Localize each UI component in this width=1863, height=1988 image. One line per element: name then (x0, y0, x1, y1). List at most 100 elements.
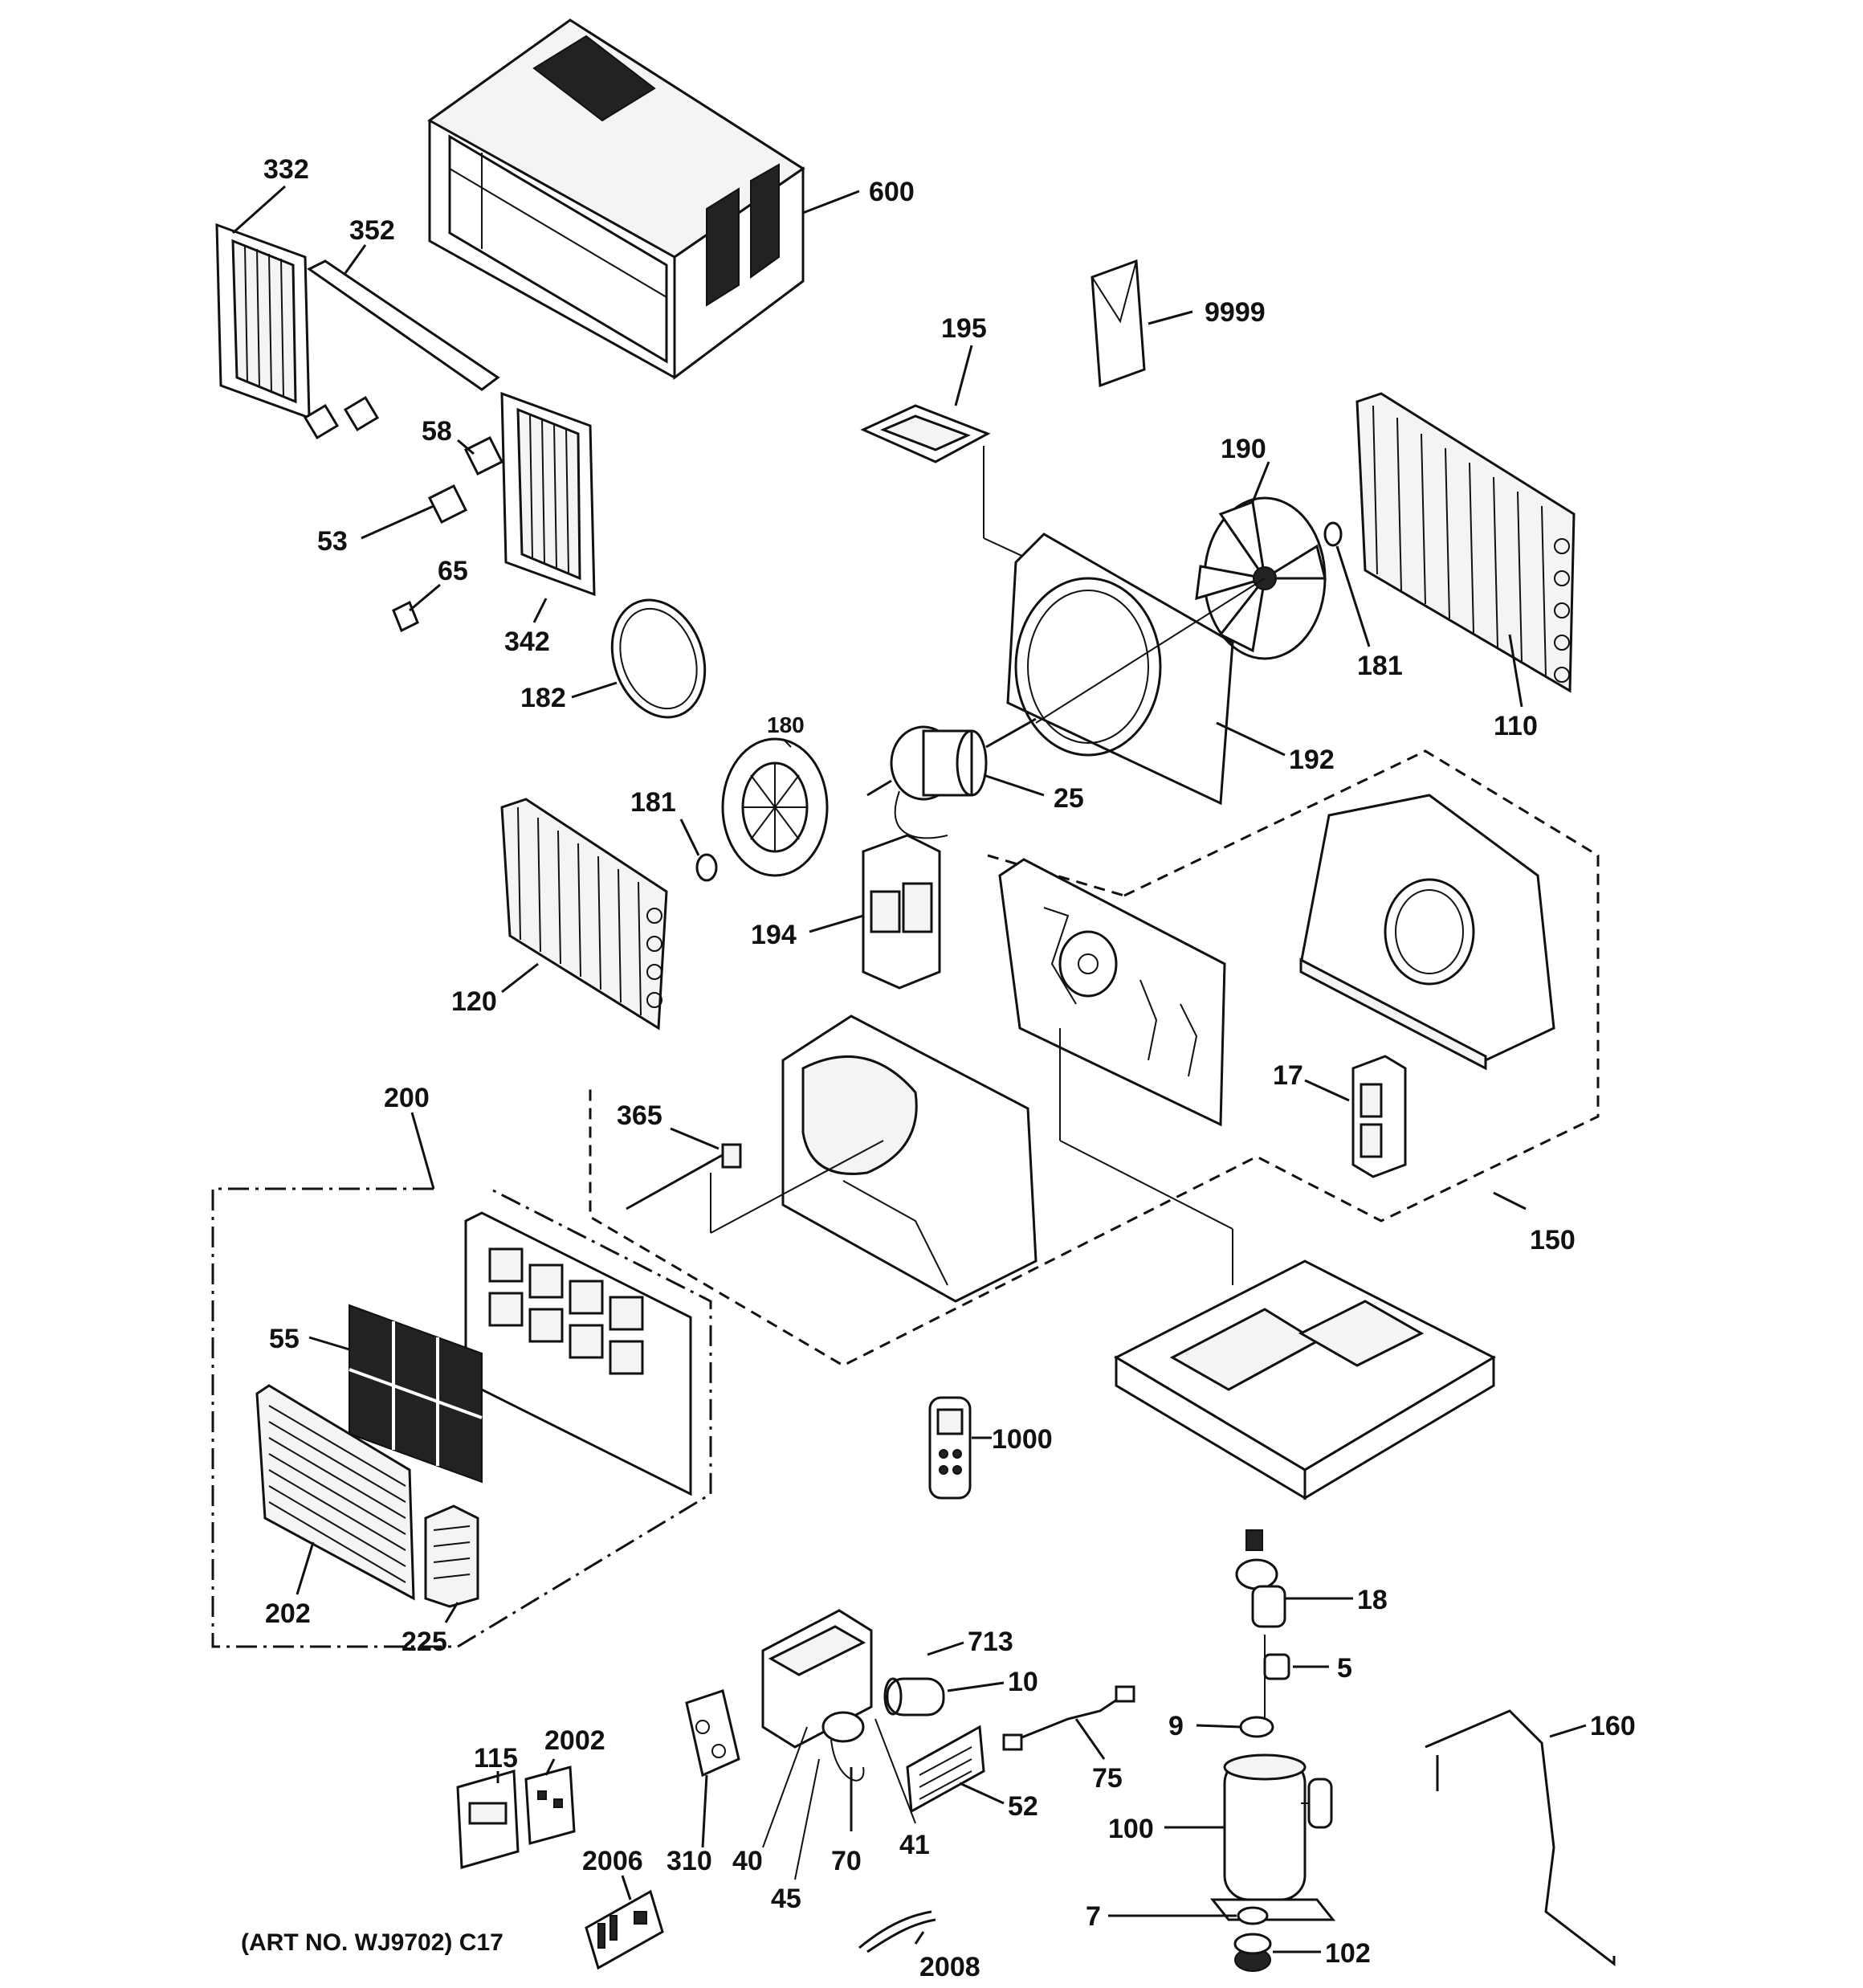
callout-180: 180 (767, 712, 805, 737)
callout-75: 75 (1092, 1763, 1123, 1794)
shroud-ring-182 (610, 598, 707, 719)
side-curtain-332 (215, 222, 311, 420)
evaporator-coil-tube-bends (646, 908, 662, 1008)
front-grille-202 (255, 1384, 415, 1601)
callout-225: 225 (402, 1627, 447, 1657)
callout-120: 120 (451, 986, 497, 1017)
side-curtain-342 (500, 391, 596, 597)
condenser-fan-190 (1195, 496, 1327, 660)
blower-housing (781, 1014, 1037, 1303)
callout-100: 100 (1108, 1814, 1154, 1844)
top-channel-352 (307, 259, 500, 391)
callout-110: 110 (1494, 711, 1538, 741)
wire-2008 (858, 1910, 936, 1953)
relay-70 (821, 1711, 865, 1782)
callout-365: 365 (617, 1100, 662, 1131)
callout-1000: 1000 (992, 1424, 1053, 1455)
callout-5: 5 (1337, 1653, 1352, 1684)
clip-181-upper (1323, 521, 1343, 547)
tube-assembly-160 (1425, 1709, 1616, 1967)
callout-53: 53 (317, 526, 348, 557)
callout-70: 70 (831, 1846, 862, 1876)
manual-envelope-9999 (1090, 259, 1146, 388)
compressor-100 (1209, 1753, 1336, 1921)
rubber-mount-102 (1233, 1933, 1272, 1972)
bracket-58 (303, 395, 504, 476)
callout-102: 102 (1325, 1938, 1371, 1969)
callout-25: 25 (1054, 783, 1084, 814)
control-cover-52 (906, 1725, 985, 1814)
evaporator-coil-120 (500, 798, 668, 1031)
thermistor-365 (626, 1143, 742, 1210)
wire-harness-75 (1002, 1685, 1135, 1751)
callout-160: 160 (1590, 1711, 1636, 1741)
block-17 (1351, 1055, 1407, 1178)
bracket-53 (427, 484, 468, 525)
mounting-washer-7 (1237, 1906, 1269, 1925)
condenser-coil-tube-bends (1554, 538, 1570, 683)
base-pan (1113, 1259, 1497, 1500)
orifice-panel-192 (1006, 533, 1234, 806)
callout-58: 58 (422, 416, 452, 447)
condenser-coil-110 (1355, 392, 1576, 693)
blower-wheel-180 (721, 737, 829, 877)
callout-2002: 2002 (544, 1725, 605, 1756)
selector-switch-310 (685, 1689, 740, 1778)
callout-40: 40 (732, 1846, 763, 1876)
callout-17: 17 (1273, 1060, 1303, 1091)
front-frame (464, 1211, 692, 1496)
cabinet-600 (427, 18, 805, 380)
callout-192: 192 (1289, 745, 1335, 775)
callout-352: 352 (349, 215, 395, 246)
callout-9: 9 (1168, 1711, 1184, 1741)
callout-342: 342 (504, 627, 550, 657)
callout-182: 182 (520, 683, 566, 713)
callout-9999: 9999 (1205, 297, 1266, 328)
washer-9 (1239, 1716, 1274, 1738)
grommet-5 (1263, 1635, 1290, 1727)
front-frame-grid (488, 1247, 644, 1375)
pc-board-2006 (585, 1889, 664, 1970)
callout-45: 45 (771, 1884, 801, 1914)
callout-310: 310 (667, 1846, 712, 1876)
cabinet-top-louvers (532, 35, 656, 122)
callout-195: 195 (941, 313, 987, 344)
evaporator-enclosure (1299, 794, 1555, 1071)
callout-18: 18 (1357, 1585, 1388, 1615)
callout-7: 7 (1086, 1901, 1101, 1932)
capacitor-10 (883, 1677, 945, 1717)
callout-600: 600 (869, 177, 915, 207)
callout-332: 332 (263, 154, 309, 185)
callout-55: 55 (269, 1324, 300, 1354)
base-pan-group-150-outline (589, 749, 1600, 1367)
callout-150: 150 (1530, 1225, 1576, 1255)
clip-181-lower (695, 853, 718, 882)
motor-mount-194 (862, 834, 941, 990)
callout-2006: 2006 (582, 1846, 643, 1876)
callout-65: 65 (438, 556, 468, 586)
callout-190: 190 (1221, 434, 1266, 464)
callout-202: 202 (265, 1598, 311, 1629)
callout-2008: 2008 (919, 1952, 980, 1982)
partition-panel (998, 858, 1226, 1127)
display-board-115 (456, 1770, 520, 1869)
front-panel-group-200-outline (211, 1187, 712, 1648)
callout-41: 41 (899, 1830, 930, 1860)
air-filter-55 (349, 1304, 483, 1484)
control-board-2002 (524, 1766, 576, 1845)
small-grille-225 (424, 1504, 479, 1608)
art-number: (ART NO. WJ9702) C17 (241, 1929, 503, 1956)
callout-181-upper: 181 (1357, 651, 1403, 681)
top-bracket-195 (860, 404, 991, 463)
callout-115: 115 (474, 1743, 518, 1774)
cabinet-side-louvers (706, 163, 780, 307)
callout-194: 194 (751, 920, 797, 950)
callout-10: 10 (1008, 1667, 1038, 1697)
callout-52: 52 (1008, 1791, 1038, 1822)
callout-181-lower: 181 (630, 787, 676, 818)
fan-motor-25 (866, 717, 1037, 839)
remote-control-1000 (928, 1396, 972, 1500)
callout-200: 200 (384, 1083, 430, 1113)
compressor-accumulator-18 (1235, 1529, 1286, 1628)
